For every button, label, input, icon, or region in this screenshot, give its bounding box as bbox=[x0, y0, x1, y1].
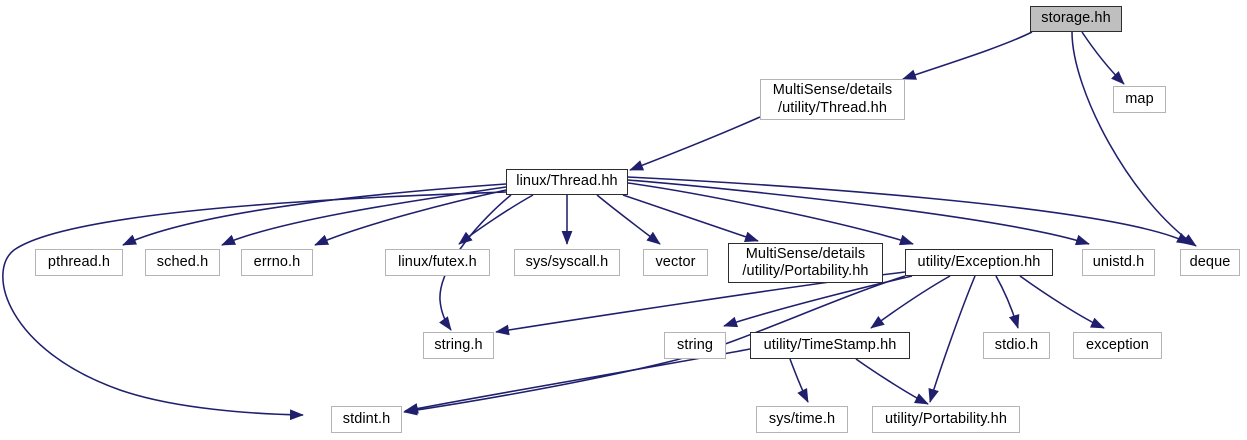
edge-linux_thread-to-exception_hh bbox=[627, 182, 914, 246]
graph-node-string_h[interactable]: string.h bbox=[423, 332, 494, 359]
graph-node-futex[interactable]: linux/futex.h bbox=[385, 249, 490, 276]
graph-node-pthread[interactable]: pthread.h bbox=[35, 249, 123, 276]
graph-node-label: vector bbox=[655, 253, 696, 270]
edge-linux_thread-to-futex bbox=[458, 194, 534, 245]
graph-node-label: utility/Exception.hh bbox=[917, 253, 1041, 270]
graph-node-linux_thread[interactable]: linux/Thread.hh bbox=[506, 169, 628, 195]
graph-node-label: storage.hh bbox=[1041, 10, 1111, 27]
edge-storage-to-ms_thread bbox=[902, 31, 1033, 80]
edge-linux_thread-to-pthread bbox=[122, 183, 507, 246]
edge-linux_thread-to-vector bbox=[596, 194, 661, 245]
edge-ms_thread-to-linux_thread bbox=[629, 116, 761, 171]
edge-timestamp-to-systime bbox=[789, 358, 809, 403]
graph-node-label: sys/syscall.h bbox=[525, 253, 609, 270]
edge-linux_thread-to-unistd bbox=[627, 179, 1090, 246]
edge-linux_thread-to-sched bbox=[221, 186, 507, 246]
edge-storage-to-deque bbox=[1071, 31, 1197, 247]
graph-node-systime[interactable]: sys/time.h bbox=[756, 406, 848, 433]
graph-node-label: string bbox=[676, 336, 714, 353]
graph-node-vector[interactable]: vector bbox=[643, 249, 708, 276]
graph-node-timestamp[interactable]: utility/TimeStamp.hh bbox=[750, 332, 910, 359]
graph-node-label: /utility/Portability.hh bbox=[742, 263, 869, 279]
graph-node-label: deque bbox=[1189, 253, 1231, 270]
graph-node-ms_port[interactable]: MultiSense/details/utility/Portability.h… bbox=[728, 243, 883, 283]
graph-node-label: /utility/Thread.hh bbox=[778, 99, 887, 116]
graph-node-port_hh[interactable]: utility/Portability.hh bbox=[872, 406, 1020, 433]
edge-exception_hh-to-timestamp bbox=[870, 275, 951, 329]
graph-node-label: stdio.h bbox=[994, 336, 1039, 353]
graph-node-label: linux/futex.h bbox=[398, 253, 477, 270]
graph-node-label: stdint.h bbox=[342, 410, 391, 427]
graph-node-label: linux/Thread.hh bbox=[516, 173, 618, 190]
graph-node-exception_hh[interactable]: utility/Exception.hh bbox=[905, 249, 1053, 276]
graph-node-label: utility/Portability.hh bbox=[884, 410, 1007, 427]
graph-node-label: utility/TimeStamp.hh bbox=[763, 336, 897, 353]
edge-exception_hh-to-port_hh bbox=[928, 275, 976, 403]
graph-node-label: errno.h bbox=[253, 253, 301, 270]
edge-linux_thread-to-stdint bbox=[2, 191, 507, 421]
graph-node-unistd[interactable]: unistd.h bbox=[1082, 249, 1155, 276]
graph-node-label: map bbox=[1125, 90, 1154, 107]
graph-node-label: MultiSense/details bbox=[745, 245, 866, 262]
graph-node-label: sys/time.h bbox=[768, 410, 836, 427]
graph-node-string[interactable]: string bbox=[664, 332, 726, 359]
graph-node-label: exception bbox=[1086, 336, 1149, 353]
edge-linux_thread-to-deque bbox=[627, 176, 1191, 245]
graph-node-label: pthread.h bbox=[47, 253, 111, 270]
graph-node-label: MultiSense/details bbox=[772, 82, 893, 99]
edge-exception_hh-to-stdio bbox=[995, 275, 1020, 329]
graph-node-stdio[interactable]: stdio.h bbox=[983, 332, 1050, 359]
graph-node-storage[interactable]: storage.hh bbox=[1030, 6, 1122, 32]
graph-node-label: sched.h bbox=[156, 253, 209, 270]
edge-storage-to-map bbox=[1081, 31, 1125, 85]
graph-node-label: string.h bbox=[434, 336, 483, 353]
graph-node-stdint[interactable]: stdint.h bbox=[331, 406, 402, 433]
graph-node-sched[interactable]: sched.h bbox=[145, 249, 220, 276]
edge-linux_thread-to-string_h bbox=[439, 194, 512, 331]
graph-node-errno[interactable]: errno.h bbox=[241, 249, 313, 276]
edge-linux_thread-to-errno bbox=[314, 189, 507, 246]
graph-node-map[interactable]: map bbox=[1113, 86, 1166, 113]
edge-exception_hh-to-exception bbox=[1019, 275, 1105, 329]
graph-node-syscall[interactable]: sys/syscall.h bbox=[514, 249, 620, 276]
graph-node-exception[interactable]: exception bbox=[1073, 332, 1162, 359]
graph-node-label: unistd.h bbox=[1092, 253, 1145, 270]
edge-linux_thread-to-ms_port bbox=[622, 194, 759, 243]
edge-timestamp-to-port_hh bbox=[855, 358, 929, 405]
graph-node-ms_thread[interactable]: MultiSense/details/utility/Thread.hh bbox=[760, 79, 905, 120]
graph-node-deque[interactable]: deque bbox=[1180, 249, 1240, 276]
edge-exception_hh-to-stdint bbox=[403, 275, 906, 416]
